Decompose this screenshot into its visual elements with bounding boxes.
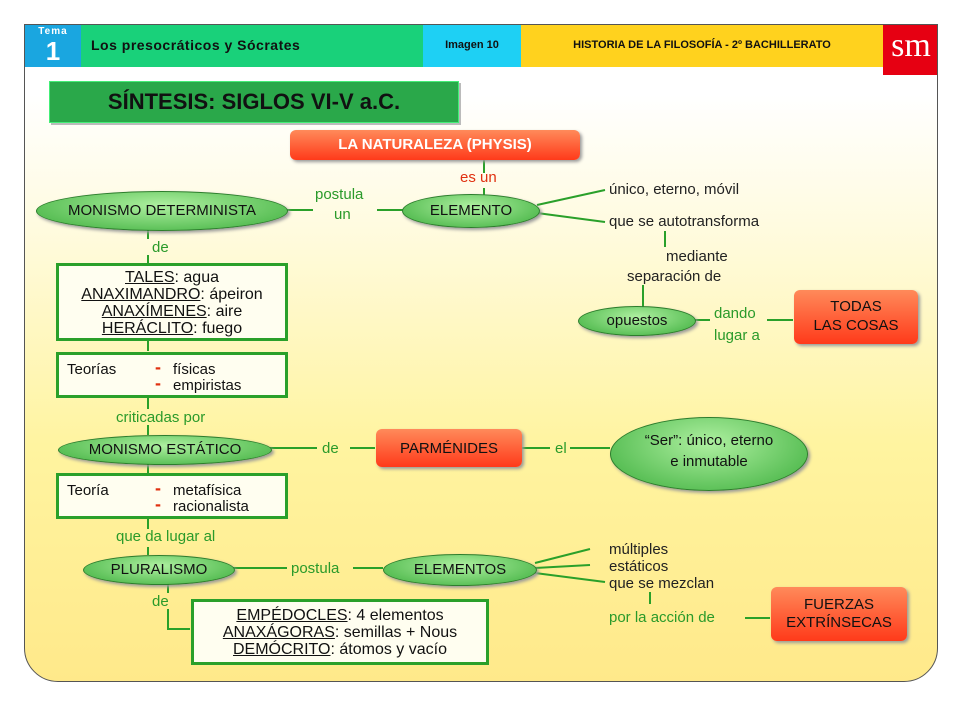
node-monismo-determinista-text: MONISMO DETERMINISTA: [67, 202, 257, 219]
node-monismo-estatico: MONISMO ESTÁTICO: [58, 435, 272, 465]
label-mediante: mediante: [666, 248, 728, 265]
box-pluralistas-line2: ANAXÁGORAS: semillas + Nous: [194, 625, 486, 641]
box-monistas-line3: ANAXÍMENES: aire: [59, 304, 285, 320]
label-estaticos: estáticos: [609, 558, 669, 575]
label-postula: postula: [291, 560, 340, 577]
teoria-metafisica: metafísica: [173, 482, 242, 499]
box-monistas-line4: HERÁCLITO: fuego: [59, 321, 285, 337]
anaximandro-name: ANAXIMANDRO: [81, 286, 201, 303]
teorias-empiristas: empiristas: [173, 377, 242, 394]
label-postula-line1: postula: [315, 186, 364, 203]
node-naturaleza: LA NATURALEZA (PHYSIS): [290, 130, 580, 160]
tema-word: Tema: [38, 26, 68, 37]
anaxagoras-desc: : semillas + Nous: [334, 624, 458, 641]
anaximenes-desc: : aire: [206, 303, 243, 320]
box-teoria: Teoría - metafísica - racionalista: [56, 473, 288, 519]
node-fuerzas: FUERZAS EXTRÍNSECAS: [771, 587, 907, 641]
node-opuestos-text: opuestos: [606, 312, 668, 329]
tema-number: 1: [45, 36, 61, 66]
sm-logo: sm: [883, 25, 937, 75]
node-todas-line1: TODAS: [830, 298, 882, 315]
heraclito-desc: : fuego: [193, 320, 243, 337]
label-de-1: de: [152, 239, 169, 256]
teorias-label: Teorías: [67, 361, 117, 378]
anaxagoras-name: ANAXÁGORAS: [222, 624, 335, 641]
heraclito-name: HERÁCLITO: [101, 320, 194, 337]
democrito-desc: : átomos y vacío: [330, 641, 447, 658]
label-criticadas: criticadas por: [116, 409, 206, 426]
unit-title-bar: Los presocráticos y Sócrates: [81, 25, 423, 67]
node-fuerzas-line2: EXTRÍNSECAS: [786, 614, 892, 631]
label-de-3: de: [152, 593, 169, 610]
teoria-racionalista: racionalista: [173, 498, 249, 515]
label-lugar-a: lugar a: [714, 327, 760, 344]
image-number-bar: Imagen 10: [423, 25, 521, 67]
node-naturaleza-text: LA NATURALEZA (PHYSIS): [338, 136, 532, 153]
teoria-dash-2: -: [155, 494, 161, 514]
node-pluralismo-text: PLURALISMO: [110, 561, 208, 578]
node-elementos-text: ELEMENTOS: [413, 561, 507, 578]
box-pluralistas: EMPÉDOCLES: 4 elementos ANAXÁGORAS: semi…: [191, 599, 489, 665]
teorias-dash-2: -: [155, 373, 161, 393]
teoria-dash-1: -: [155, 478, 161, 498]
node-fuerzas-line1: FUERZAS: [803, 596, 874, 613]
label-unico: único, eterno, móvil: [609, 181, 740, 198]
node-monismo-estatico-text: MONISMO ESTÁTICO: [88, 441, 242, 458]
teorias-fisicas: físicas: [173, 361, 216, 378]
label-es-un: es un: [460, 169, 497, 186]
slide-frame: Tema 1 Los presocráticos y Sócrates Imag…: [24, 24, 938, 682]
tema-badge: Tema 1: [25, 25, 81, 67]
teorias-dash-1: -: [155, 357, 161, 377]
synthesis-title-box: SÍNTESIS: SIGLOS VI-V a.C.: [49, 81, 459, 123]
tales-desc: : agua: [174, 269, 219, 286]
node-ser-line1: “Ser”: único, eterno: [644, 432, 774, 449]
label-autotransforma: que se autotransforma: [609, 213, 760, 230]
node-todas-line2: LAS COSAS: [813, 317, 899, 334]
teoria-label: Teoría: [67, 482, 109, 499]
sm-logo-text: sm: [891, 27, 931, 64]
unit-title: Los presocráticos y Sócrates: [91, 37, 301, 53]
synthesis-title: SÍNTESIS: SIGLOS VI-V a.C.: [107, 89, 401, 114]
subject-bar: HISTORIA DE LA FILOSOFÍA - 2º BACHILLERA…: [521, 25, 883, 67]
node-elementos: ELEMENTOS: [383, 554, 537, 586]
subject-title: HISTORIA DE LA FILOSOFÍA - 2º BACHILLERA…: [573, 39, 831, 51]
node-todas-las-cosas: TODAS LAS COSAS: [794, 290, 918, 344]
node-elemento: ELEMENTO: [402, 194, 540, 228]
node-ser-line2: e inmutable: [670, 453, 748, 470]
label-por-accion: por la acción de: [609, 609, 715, 626]
label-multiples: múltiples: [609, 541, 669, 558]
label-postula-line2: un: [334, 206, 351, 223]
node-parmenides-text: PARMÉNIDES: [399, 440, 499, 457]
node-parmenides: PARMÉNIDES: [376, 429, 522, 467]
anaximandro-desc: : ápeiron: [200, 286, 263, 303]
box-monistas: TALES: agua ANAXIMANDRO: ápeiron ANAXÍME…: [56, 263, 288, 341]
label-de-2: de: [322, 440, 339, 457]
empedocles-name: EMPÉDOCLES: [236, 607, 348, 624]
label-el: el: [555, 440, 567, 457]
empedocles-desc: : 4 elementos: [347, 607, 444, 624]
anaximenes-name: ANAXÍMENES: [101, 303, 207, 320]
box-pluralistas-line3: DEMÓCRITO: átomos y vacío: [194, 642, 486, 658]
node-opuestos: opuestos: [578, 306, 696, 336]
democrito-name: DEMÓCRITO: [233, 641, 331, 658]
node-monismo-determinista: MONISMO DETERMINISTA: [36, 191, 288, 231]
node-elemento-text: ELEMENTO: [429, 202, 513, 219]
node-ser: “Ser”: único, eterno e inmutable: [610, 417, 808, 491]
box-monistas-line1: TALES: agua: [59, 270, 285, 286]
image-number: Imagen 10: [445, 39, 499, 51]
tales-name: TALES: [125, 269, 175, 286]
box-pluralistas-line1: EMPÉDOCLES: 4 elementos: [194, 608, 486, 624]
node-pluralismo: PLURALISMO: [83, 555, 235, 585]
label-separacion: separación de: [627, 268, 722, 285]
label-da-lugar: que da lugar al: [116, 528, 216, 545]
label-dando: dando: [714, 305, 756, 322]
box-teorias: Teorías - físicas - empiristas: [56, 352, 288, 398]
label-mezclan: que se mezclan: [609, 575, 715, 592]
box-monistas-line2: ANAXIMANDRO: ápeiron: [59, 287, 285, 303]
